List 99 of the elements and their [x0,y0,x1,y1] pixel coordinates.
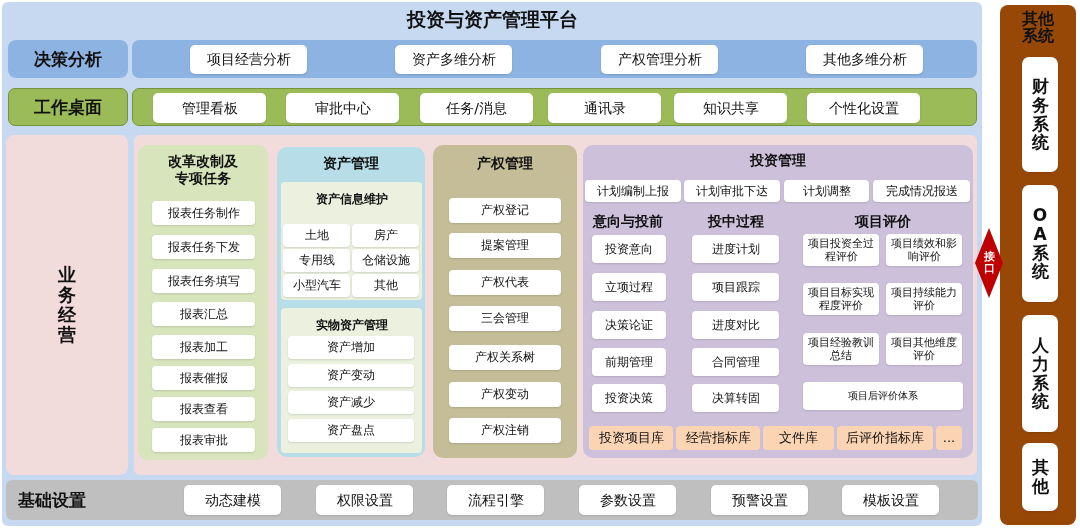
column-title: 意向与投前 [591,213,664,231]
module-box: 投资意向 [592,235,666,263]
library-box: 后评价指标库 [837,426,933,450]
module-box: 项目绩效和影响评价 [886,234,962,266]
library-box: 投资项目库 [589,426,673,450]
sub-panel [281,308,422,453]
module-box: 报表催报 [152,366,255,390]
panel-title: 资产信息维护 [315,192,388,207]
system-box: 财务系统 [1022,57,1058,172]
module-box: 项目经验教训总结 [803,333,879,365]
module-box: 小型汽车 [283,274,350,297]
row-band [132,88,977,126]
module-box: 审批中心 [286,93,399,123]
module-box: 决算转固 [692,384,779,412]
system-panel [1000,5,1076,525]
module-box: 个性化设置 [807,93,920,123]
module-box: 权限设置 [316,485,413,515]
row-title: 工作桌面 [8,88,128,126]
module-box: 项目其他维度评价 [886,333,962,365]
row-band [6,480,978,520]
library-box: 文件库 [763,426,834,450]
platform-panel [2,2,982,526]
section-background [134,135,977,475]
module-box: 资产多维分析 [395,45,512,74]
module-box: 完成情况报送 [873,180,970,202]
row-title: 决策分析 [8,40,128,78]
module-box: 报表任务制作 [152,201,255,225]
module-box: 专用线 [283,249,350,272]
module-box: 仓储设施 [352,249,419,272]
panel-title: 其他系统 [1022,11,1054,45]
module-box: 报表汇总 [152,302,255,326]
module-box: 报表审批 [152,428,255,452]
module-panel [138,145,268,460]
module-box: 报表查看 [152,397,255,421]
library-box: 经营指标库 [676,426,760,450]
module-box: 报表加工 [152,335,255,359]
system-box: 人力系统 [1022,315,1058,432]
module-box: 房产 [352,224,419,247]
module-box: 提案管理 [449,233,561,258]
module-box: 进度计划 [692,235,779,263]
column-title: 投中过程 [706,213,765,231]
module-box: 项目跟踪 [692,273,779,301]
module-box: 产权管理分析 [601,45,718,74]
module-box: 任务/消息 [420,93,533,123]
module-box: 知识共享 [674,93,787,123]
module-box: 产权注销 [449,418,561,443]
module-box: 土地 [283,224,350,247]
module-box: 资产变动 [288,364,414,387]
module-box: 前期管理 [592,348,666,376]
module-box: 项目经营分析 [190,45,307,74]
module-box: 项目投资全过程评价 [803,234,879,266]
module-box: 项目后评价体系 [803,382,963,410]
module-box: 通讯录 [548,93,661,123]
module-box: 动态建模 [184,485,281,515]
module-box: 其他多维分析 [806,45,923,74]
module-box: 合同管理 [692,348,779,376]
module-box: 进度对比 [692,311,779,339]
module-box: 产权关系树 [449,345,561,370]
module-box: 参数设置 [579,485,676,515]
module-box: 资产增加 [288,336,414,359]
module-panel [277,147,425,457]
module-box: 投资决策 [592,384,666,412]
module-box: 计划审批下达 [684,180,780,202]
panel-title: 改革改制及专项任务 [168,153,238,187]
module-box: 产权代表 [449,270,561,295]
module-box: 决策论证 [592,311,666,339]
module-box: 流程引擎 [447,485,544,515]
panel-title: 投资与资产管理平台 [406,8,578,31]
system-box: OA系统 [1022,185,1058,302]
module-panel [583,145,973,458]
column-title: 项目评价 [853,213,912,231]
sub-panel [281,182,422,300]
row-band [132,40,977,78]
module-box: 预警设置 [711,485,808,515]
module-box: 产权变动 [449,382,561,407]
system-box: 其他 [1022,443,1058,511]
module-box: 项目目标实现程度评价 [803,283,879,315]
panel-title: 基础设置 [18,489,86,511]
module-box: 管理看板 [153,93,266,123]
module-box: 模板设置 [842,485,939,515]
module-box: 报表任务填写 [152,269,255,293]
interface-diamond: 接口 [975,228,1003,298]
module-box: 资产减少 [288,391,414,414]
library-box: ... [936,426,962,450]
module-panel [433,145,577,458]
module-box: 资产盘点 [288,419,414,442]
row-title: 业务经营 [6,135,128,475]
module-box: 其他 [352,274,419,297]
module-box: 计划调整 [784,180,869,202]
module-box: 项目持续能力评价 [886,283,962,315]
module-box: 产权登记 [449,198,561,223]
panel-title: 资产管理 [323,155,379,172]
module-box: 计划编制上报 [585,180,681,202]
panel-title: 产权管理 [477,155,533,172]
module-box: 立项过程 [592,273,666,301]
panel-title: 实物资产管理 [315,318,388,333]
module-box: 报表任务下发 [152,235,255,259]
module-box: 三会管理 [449,306,561,331]
panel-title: 投资管理 [750,152,806,169]
